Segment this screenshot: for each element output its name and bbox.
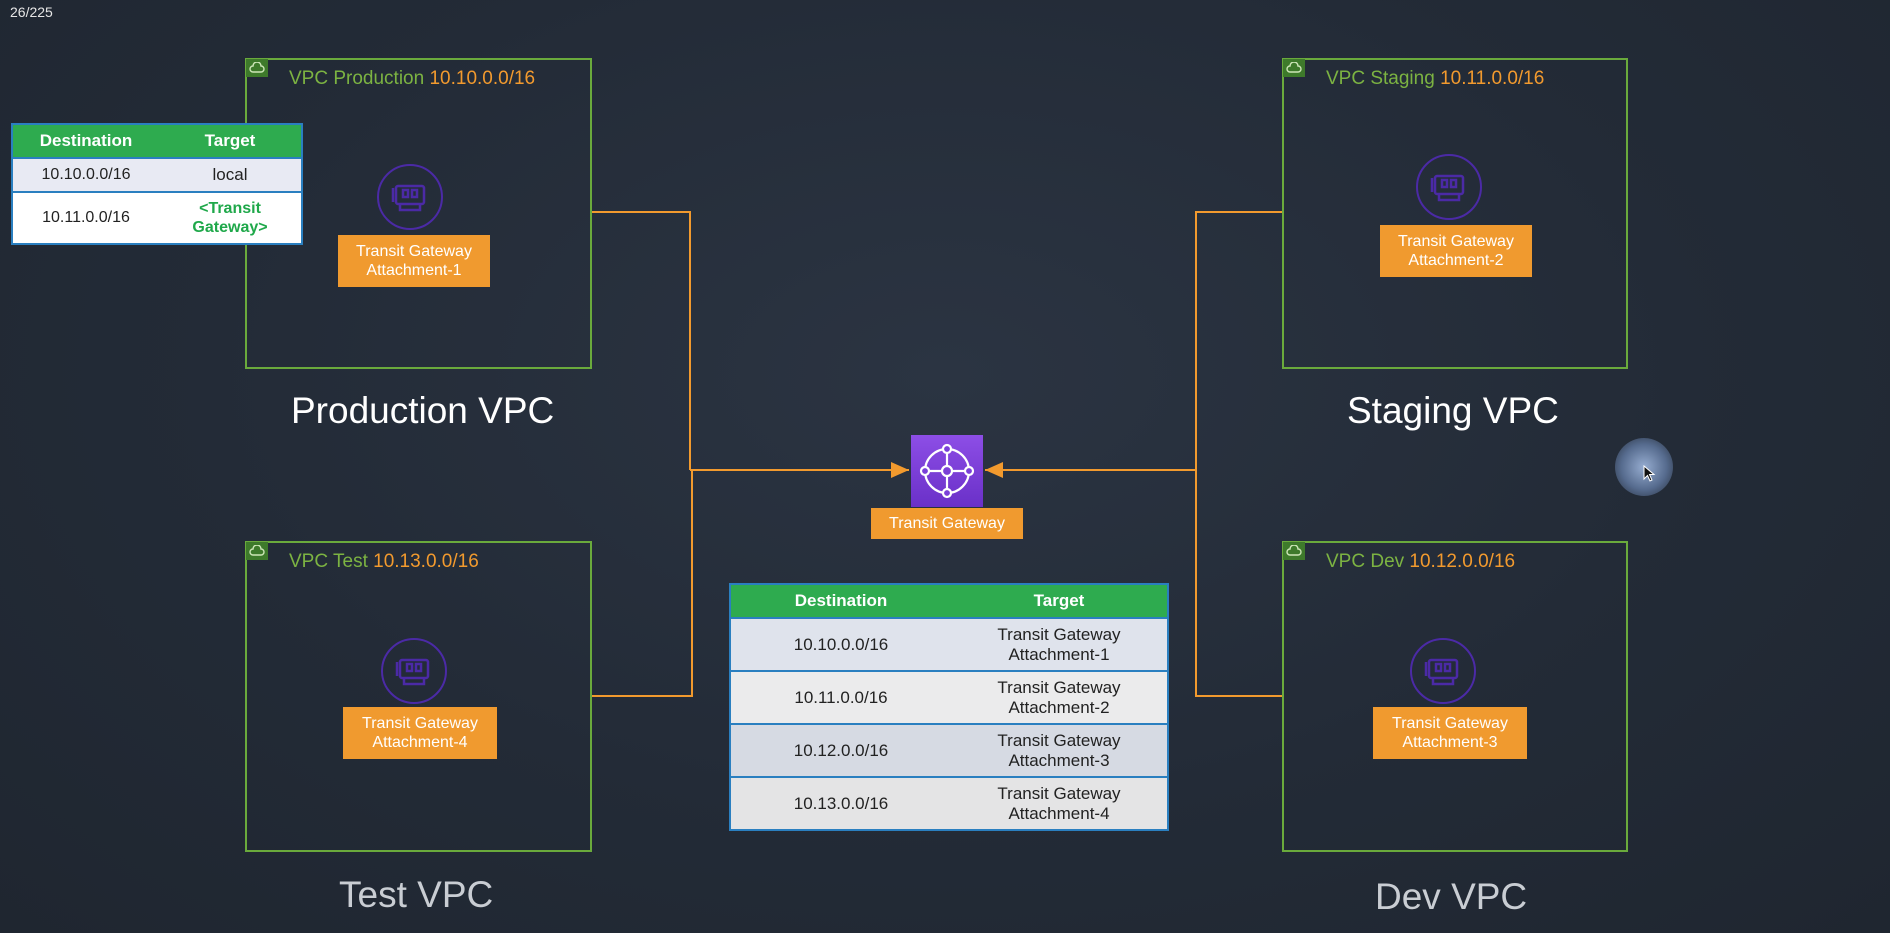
route-target: <Transit Gateway> bbox=[159, 191, 302, 244]
route-target: Transit Gateway Attachment-2 bbox=[951, 670, 1168, 724]
vpc-test-box: VPC Test 10.13.0.0/16 Transit Gateway At… bbox=[245, 541, 592, 852]
transit-gateway-label: Transit Gateway bbox=[871, 508, 1023, 539]
vpc-cidr: 10.10.0.0/16 bbox=[429, 68, 536, 89]
vpc-staging-title: VPC Staging 10.11.0.0/16 bbox=[1326, 68, 1544, 90]
table-header: Destination bbox=[12, 124, 159, 158]
vpc-cloud-icon bbox=[1283, 542, 1305, 560]
attachment-icon bbox=[377, 164, 443, 230]
vpc-cidr: 10.12.0.0/16 bbox=[1409, 551, 1516, 572]
route-target: Transit Gateway Attachment-1 bbox=[951, 617, 1168, 671]
attachment-label: Transit Gateway Attachment-1 bbox=[338, 235, 490, 287]
cursor-icon bbox=[1643, 465, 1656, 482]
vpc-staging-box: VPC Staging 10.11.0.0/16 Transit Gateway… bbox=[1282, 58, 1628, 369]
vpc-cloud-icon bbox=[1283, 59, 1305, 77]
slide-counter: 26/225 bbox=[10, 4, 53, 20]
vpc-cidr: 10.13.0.0/16 bbox=[373, 551, 479, 572]
vpc-production-title: VPC Production 10.10.0.0/16 bbox=[289, 68, 535, 90]
test-vpc-label: Test VPC bbox=[339, 874, 494, 915]
vpc-test-title: VPC Test 10.13.0.0/16 bbox=[289, 551, 479, 573]
vpc-name: VPC Dev bbox=[1326, 551, 1405, 572]
tgw-route-table: Destination Target 10.10.0.0/16 Transit … bbox=[729, 583, 1169, 831]
vpc-name: VPC Staging bbox=[1326, 68, 1435, 89]
route-target: Transit Gateway Attachment-4 bbox=[951, 776, 1168, 830]
vpc-cidr: 10.11.0.0/16 bbox=[1440, 68, 1545, 89]
route-destination: 10.11.0.0/16 bbox=[12, 191, 159, 244]
route-destination: 10.10.0.0/16 bbox=[12, 157, 159, 192]
attachment-icon bbox=[1416, 154, 1482, 220]
route-destination: 10.13.0.0/16 bbox=[730, 776, 951, 830]
vpc-name: VPC Production bbox=[289, 68, 425, 89]
table-header: Destination bbox=[730, 584, 951, 618]
vpc-name: VPC Test bbox=[289, 551, 368, 572]
staging-connector bbox=[1195, 211, 1282, 470]
staging-vpc-label: Staging VPC bbox=[1347, 390, 1559, 431]
route-destination: 10.11.0.0/16 bbox=[730, 670, 951, 724]
production-vpc-label: Production VPC bbox=[291, 390, 555, 431]
vpc-dev-title: VPC Dev 10.12.0.0/16 bbox=[1326, 551, 1515, 573]
route-target: local bbox=[159, 157, 302, 192]
vpc-dev-box: VPC Dev 10.12.0.0/16 Transit Gateway Att… bbox=[1282, 541, 1628, 852]
attachment-icon bbox=[381, 638, 447, 704]
attachment-label: Transit Gateway Attachment-2 bbox=[1380, 225, 1532, 277]
attachment-icon bbox=[1410, 638, 1476, 704]
vpc-production-box: VPC Production 10.10.0.0/16 Transit Gate… bbox=[245, 58, 592, 369]
table-header: Target bbox=[951, 584, 1168, 618]
vpc-cloud-icon bbox=[246, 542, 268, 560]
dev-vpc-label: Dev VPC bbox=[1375, 876, 1528, 917]
attachment-label: Transit Gateway Attachment-4 bbox=[343, 707, 497, 759]
dev-connector bbox=[1195, 470, 1282, 697]
route-target: Transit Gateway Attachment-3 bbox=[951, 723, 1168, 777]
test-connector bbox=[590, 470, 693, 697]
table-header: Target bbox=[159, 124, 302, 158]
prod-route-table: Destination Target 10.10.0.0/16 local 10… bbox=[11, 123, 303, 245]
route-destination: 10.10.0.0/16 bbox=[730, 617, 951, 671]
route-destination: 10.12.0.0/16 bbox=[730, 723, 951, 777]
attachment-label: Transit Gateway Attachment-3 bbox=[1373, 707, 1527, 759]
vpc-cloud-icon bbox=[246, 59, 268, 77]
prod-connector bbox=[590, 211, 691, 470]
transit-gateway-icon bbox=[911, 435, 983, 507]
